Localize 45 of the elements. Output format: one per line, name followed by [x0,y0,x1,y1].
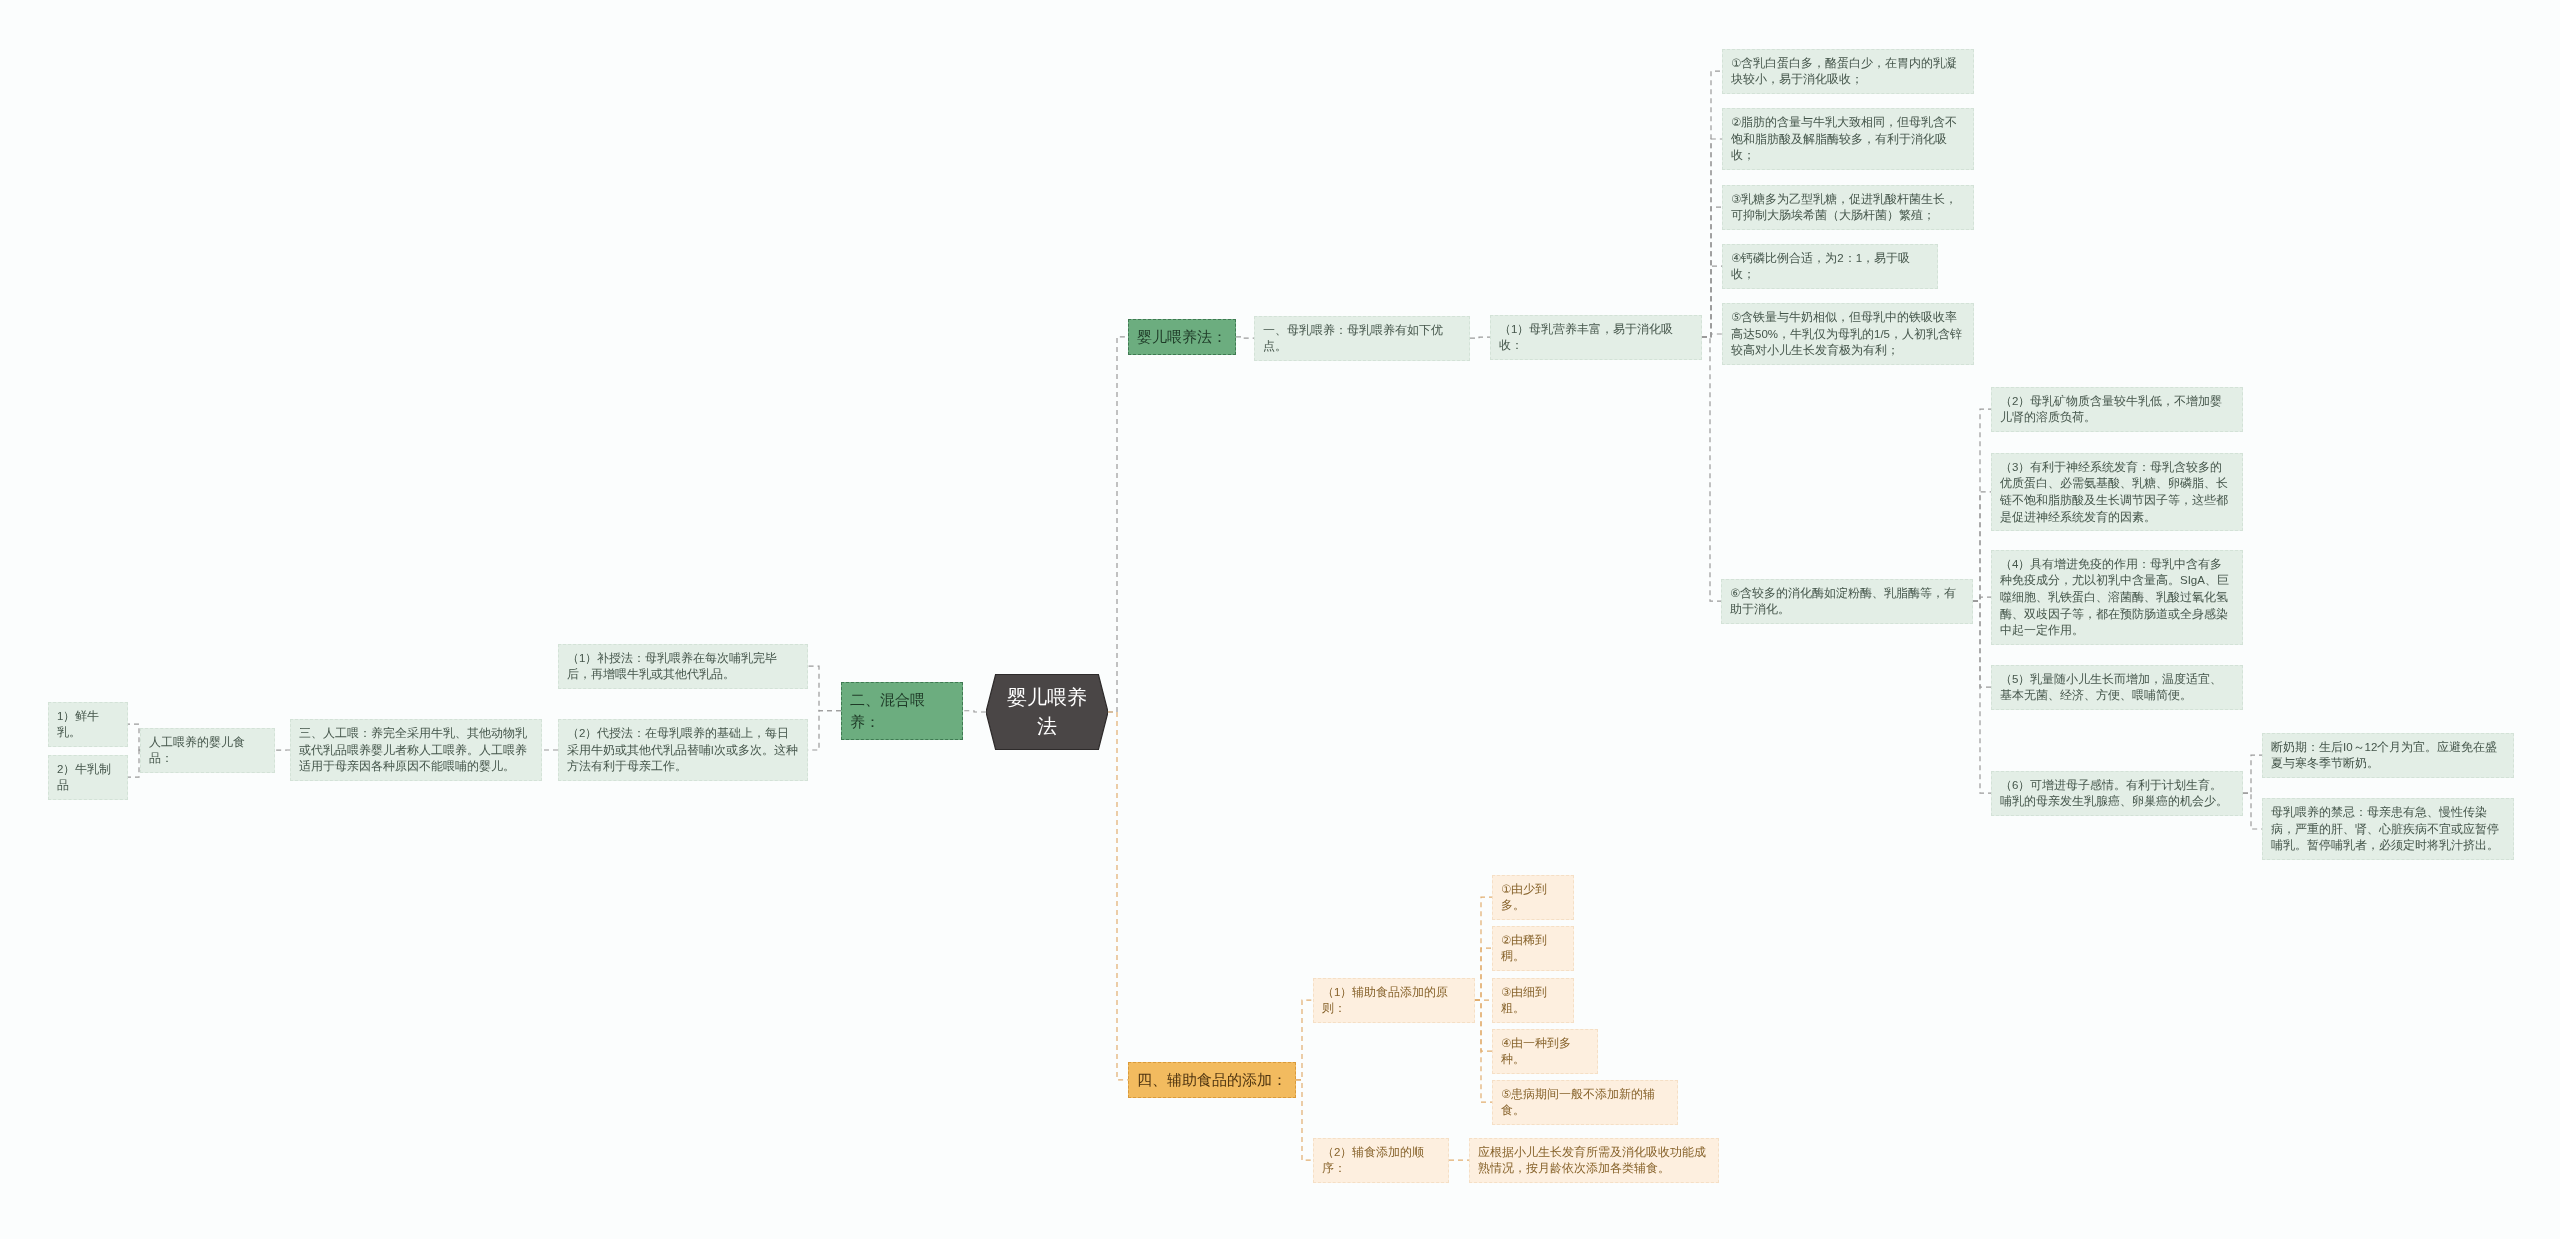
topic-box: 三、人工喂：养完全采用牛乳、其他动物乳或代乳品喂养婴儿者称人工喂养。人工喂养适用于母亲因各种原因不能喂哺的婴儿。 [290,719,542,781]
topic-box: （6）可增进母子感情。有利于计划生育。哺乳的母亲发生乳腺癌、卵巢癌的机会少。 [1991,770,2243,816]
topic-box: （5）乳量随小儿生长而增加，温度适宜、基本无菌、经济、方便、喂哺简便。 [1991,664,2243,710]
topic-box: 断奶期：生后I0～12个月为宜。应避免在盛夏与寒冬季节断奶。 [2262,732,2514,778]
connector [1469,336,1491,339]
connector [127,723,141,751]
topic-box: ②脂肪的含量与牛乳大致相同，但母乳含不饱和脂肪酸及解脂酶较多，有利于消化吸收； [1722,108,1974,170]
topic-box: ⑥含较多的消化酶如淀粉酶、乳脂酶等，有助于消化。 [1721,578,1973,624]
connector [1972,600,1992,794]
topic-box: ①含乳白蛋白多，酪蛋白少，在胃内的乳凝块较小，易于消化吸收； [1722,48,1974,94]
topic-box: （1）补授法：母乳喂养在每次哺乳完毕后，再增喂牛乳或其他代乳品。 [558,643,808,689]
topic-box: ③由细到粗。 [1492,977,1574,1023]
connector [962,710,987,713]
topic-box: （1）辅助食品添加的原则： [1313,977,1475,1023]
topic-box: 应根据小儿生长发育所需及消化吸收功能成熟情况，按月龄依次添加各类辅食。 [1469,1137,1719,1183]
topic-box: （3）有利于神经系统发育：母乳含较多的优质蛋白、必需氨基酸、乳糖、卵磷脂、长链不饱和脂肪酸及生长调节因子等，这些都是促进神经系统发育的因素。 [1991,452,2243,532]
connector [1448,1159,1470,1161]
connector [1474,999,1493,1103]
connector [541,749,559,751]
topic-box: （4）具有增进免疫的作用：母乳中含有多种免疫成分，尤以初乳中含量高。SIgA、巨噬细胞、乳铁蛋白、溶菌酶、乳酸过氧化氢酶、双歧因子等，都在预防肠道或全身感染中起一定作用。 [1991,549,2243,645]
branch-topic: 婴儿喂养法： [1128,319,1236,355]
topic-box: 2）牛乳制品 [48,754,128,800]
topic-box: （2）辅食添加的顺序： [1313,1137,1449,1183]
topic-box: ②由稀到稠。 [1492,925,1574,971]
topic-box: （1）母乳营养丰富，易于消化吸收： [1490,314,1702,360]
topic-box: ⑤含铁量与牛奶相似，但母乳中的铁吸收率高达50%，牛乳仅为母乳的1/5，人初乳含锌较高对小儿生长发育极为有利； [1722,303,1974,365]
branch-topic: 二、混合喂养： [841,682,963,740]
topic-box: 1）鲜牛乳。 [48,701,128,747]
central-topic: 婴儿喂养法 [986,674,1108,750]
topic-box: ④钙磷比例合适，为2：1，易于吸收； [1722,243,1938,289]
topic-box: 人工喂养的婴儿食品： [140,727,275,773]
topic-box: （2）母乳矿物质含量较牛乳低，不增加婴儿肾的溶质负荷。 [1991,386,2243,432]
topic-box: ①由少到多。 [1492,874,1574,920]
connector [1701,336,1722,602]
connector [1235,336,1255,339]
connector [274,749,291,751]
topic-box: ③乳糖多为乙型乳糖，促进乳酸杆菌生长，可抑制大肠埃希菌（大肠杆菌）繁殖； [1722,184,1974,230]
topic-box: ⑤患病期间一般不添加新的辅食。 [1492,1079,1678,1125]
topic-box: ④由一种到多种。 [1492,1028,1598,1074]
topic-box: 一、母乳喂养：母乳喂养有如下优点。 [1254,315,1470,361]
topic-box: 母乳喂养的禁忌：母亲患有急、慢性传染病，严重的肝、肾、心脏疾病不宜或应暂停哺乳。暂停哺乳者，必须定时将乳汁挤出。 [2262,798,2514,860]
connector [127,749,141,778]
branch-topic: 四、辅助食品的添加： [1128,1062,1296,1098]
topic-box: （2）代授法：在母乳喂养的基础上，每日采用牛奶或其他代乳品替哺l次或多次。这种方法有利于母亲工作。 [558,719,808,781]
connector [1295,1079,1314,1161]
